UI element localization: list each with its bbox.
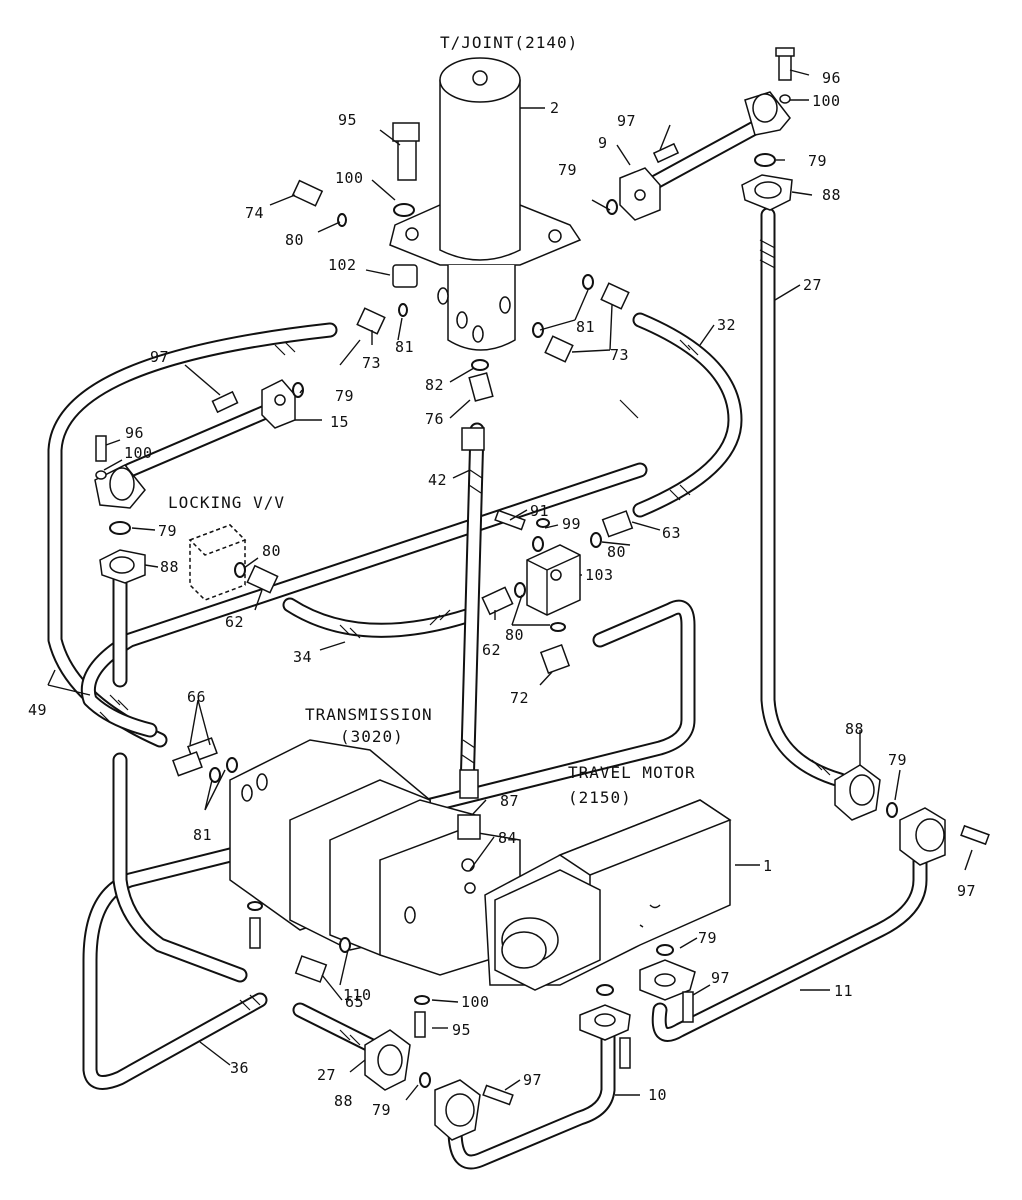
callout-96-left: 96 xyxy=(125,424,144,442)
callout-15: 15 xyxy=(330,413,349,431)
callout-88-top: 88 xyxy=(822,186,841,204)
title-transmission: TRANSMISSION xyxy=(305,705,433,724)
callout-36: 36 xyxy=(230,1059,249,1077)
callout-100-right: 100 xyxy=(812,92,841,110)
callout-62-b: 62 xyxy=(482,641,501,659)
callout-34: 34 xyxy=(293,648,312,666)
callout-66: 66 xyxy=(187,688,206,706)
callout-81-c: 81 xyxy=(193,826,212,844)
callout-80-lv: 80 xyxy=(262,542,281,560)
callout-79-right: 79 xyxy=(808,152,827,170)
callout-27-bottom: 27 xyxy=(317,1066,336,1084)
callout-97-right: 97 xyxy=(957,882,976,900)
callout-79-bottom: 79 xyxy=(372,1101,391,1119)
o-rings xyxy=(109,153,898,1088)
travel-motor xyxy=(484,799,732,991)
callout-79-lv: 79 xyxy=(158,522,177,540)
callout-11: 11 xyxy=(834,982,853,1000)
callout-79-rlow: 79 xyxy=(888,751,907,769)
title-locking-valve: LOCKING V/V xyxy=(168,493,285,512)
callout-73-b: 73 xyxy=(610,346,629,364)
callout-84: 84 xyxy=(498,829,517,847)
callout-labels: T/JOINT(2140) LOCKING V/V TRANSMISSION (… xyxy=(28,33,976,1119)
callout-96-top: 96 xyxy=(822,69,841,87)
title-travel-motor: TRAVEL MOTOR xyxy=(568,763,696,782)
callout-80-low: 80 xyxy=(505,626,524,644)
callout-79-motor: 79 xyxy=(698,929,717,947)
callout-97-motor: 97 xyxy=(711,969,730,987)
callout-95-top: 95 xyxy=(338,111,357,129)
hose-braid-marks xyxy=(99,239,831,1046)
callout-81-a: 81 xyxy=(395,338,414,356)
callout-102: 102 xyxy=(328,256,357,274)
title-transmission-code: (3020) xyxy=(340,727,404,746)
turning-joint xyxy=(389,57,582,351)
callout-79-top: 79 xyxy=(558,161,577,179)
callout-97-left: 97 xyxy=(150,348,169,366)
callout-62-a: 62 xyxy=(225,613,244,631)
callout-2: 2 xyxy=(550,99,560,117)
callout-76: 76 xyxy=(425,410,444,428)
pipes-and-hoses xyxy=(47,117,928,1170)
callout-97-top: 97 xyxy=(617,112,636,130)
callout-91: 91 xyxy=(530,502,549,520)
callout-63: 63 xyxy=(662,524,681,542)
callout-27-top: 27 xyxy=(803,276,822,294)
callout-1: 1 xyxy=(763,857,773,875)
callout-73-a: 73 xyxy=(362,354,381,372)
callout-88-bottom: 88 xyxy=(334,1092,353,1110)
callout-99: 99 xyxy=(562,515,581,533)
callout-10: 10 xyxy=(648,1086,667,1104)
callout-81-b: 81 xyxy=(576,318,595,336)
callout-88-right: 88 xyxy=(845,720,864,738)
callout-49: 49 xyxy=(28,701,47,719)
callout-79-left: 79 xyxy=(335,387,354,405)
valve-block-103 xyxy=(526,544,581,616)
callout-88-left: 88 xyxy=(160,558,179,576)
callout-42: 42 xyxy=(428,471,447,489)
locking-valve-outline xyxy=(188,524,247,601)
callout-74: 74 xyxy=(245,204,264,222)
callout-87: 87 xyxy=(500,792,519,810)
transmission-housing xyxy=(229,739,521,976)
fittings xyxy=(94,47,990,1141)
callout-95-bottom: 95 xyxy=(452,1021,471,1039)
callout-65: 65 xyxy=(345,993,364,1011)
callout-97-bottom: 97 xyxy=(523,1071,542,1089)
callout-82: 82 xyxy=(425,376,444,394)
title-tjoint: T/JOINT(2140) xyxy=(440,33,578,52)
callout-100-left: 100 xyxy=(124,444,153,462)
callout-32: 32 xyxy=(717,316,736,334)
callout-100-bottom: 100 xyxy=(461,993,490,1011)
callout-103: 103 xyxy=(585,566,614,584)
callout-80-mid: 80 xyxy=(607,543,626,561)
leader-lines xyxy=(47,69,973,1101)
callout-110: 110 xyxy=(343,986,372,1004)
callout-100-top: 100 xyxy=(335,169,364,187)
title-travel-motor-code: (2150) xyxy=(568,788,632,807)
callout-9: 9 xyxy=(598,134,608,152)
callout-72: 72 xyxy=(510,689,529,707)
callout-80-top: 80 xyxy=(285,231,304,249)
